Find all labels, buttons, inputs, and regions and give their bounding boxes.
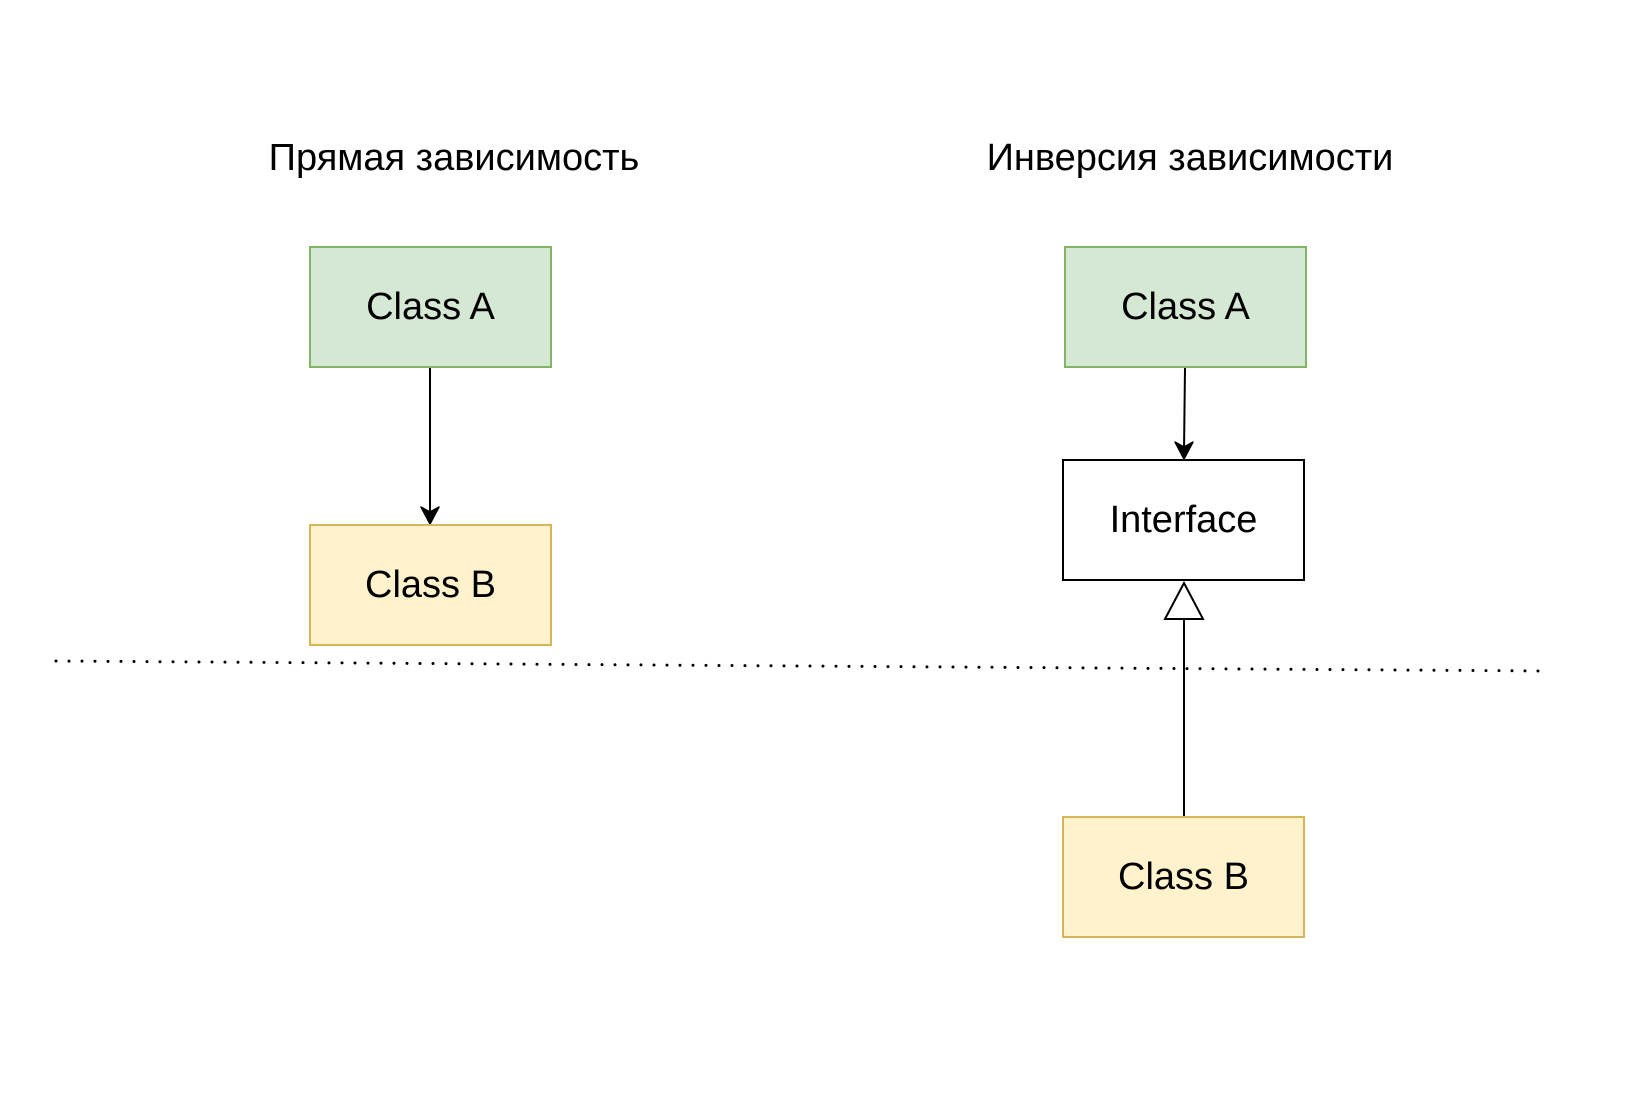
- realization-arrow: [1163, 580, 1205, 816]
- direct-dependency-arrow: [420, 368, 440, 525]
- direct-class-a-box: Class A: [309, 246, 552, 368]
- inversion-class-b-label: Class B: [1118, 856, 1249, 898]
- direct-class-b-box: Class B: [309, 524, 552, 646]
- interface-box: Interface: [1062, 459, 1305, 581]
- inversion-class-a-label: Class A: [1121, 286, 1250, 328]
- open-arrowhead-icon: [420, 506, 440, 525]
- open-arrowhead-icon: [1174, 441, 1194, 460]
- separator-dotted-line: [54, 659, 1548, 673]
- heading-dependency-inversion: Инверсия зависимости: [986, 137, 1394, 179]
- inversion-class-b-box: Class B: [1062, 816, 1305, 938]
- inversion-dependency-arrow: [1174, 367, 1194, 460]
- interface-label: Interface: [1109, 499, 1258, 541]
- inversion-class-a-box: Class A: [1064, 246, 1307, 368]
- hollow-triangle-arrowhead-icon: [1163, 580, 1205, 620]
- heading-direct-dependency: Прямая зависимость: [268, 137, 640, 179]
- direct-class-b-label: Class B: [365, 564, 496, 606]
- direct-class-a-label: Class A: [366, 286, 495, 328]
